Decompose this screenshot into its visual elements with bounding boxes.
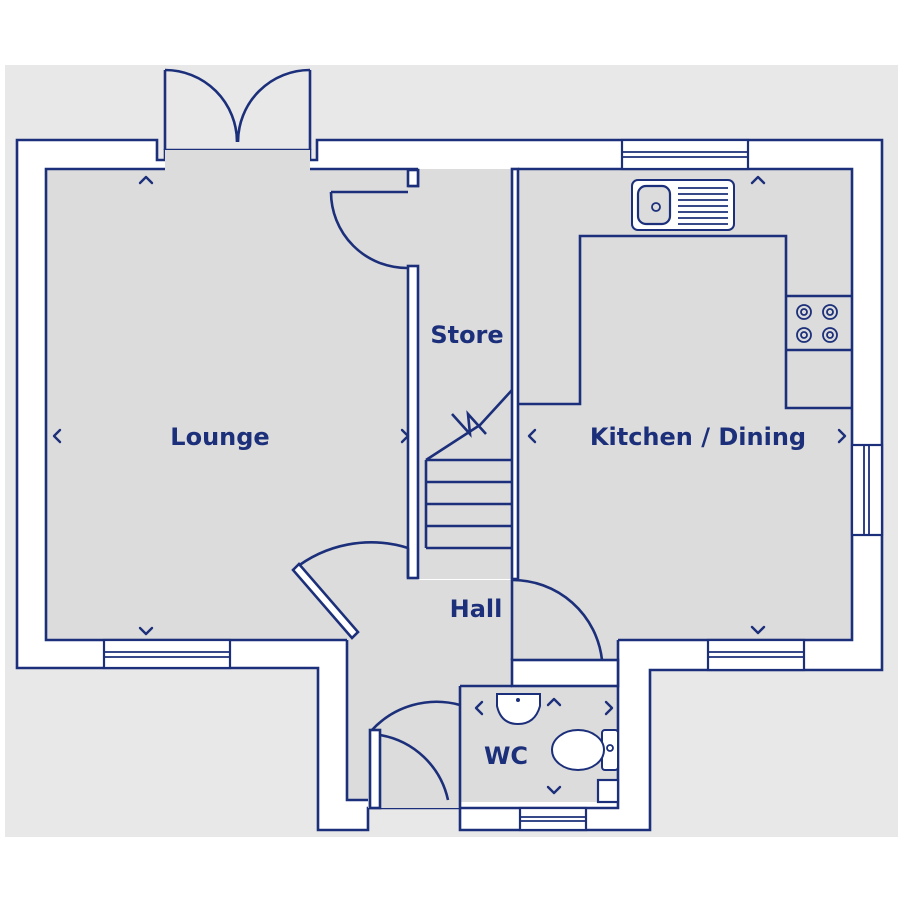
toilet-icon (551, 729, 619, 771)
window-icon (596, 778, 620, 804)
room-label-store: Store (430, 321, 503, 349)
door-swing-icon (368, 700, 461, 810)
dimension-arrow-icon (750, 175, 766, 185)
dimension-arrow-icon (604, 700, 614, 716)
window-icon (620, 138, 750, 171)
room-label-hall: Hall (450, 595, 503, 623)
window-icon (850, 443, 884, 537)
hall-left-wall (345, 640, 368, 802)
dimension-arrow-icon (527, 428, 537, 444)
lounge-store-partition (406, 264, 420, 580)
inner-wall-line (44, 167, 854, 642)
stairs-icon (424, 389, 513, 550)
room-label-wc: WC (484, 742, 528, 770)
window-icon (518, 806, 588, 832)
lounge-floor (46, 169, 418, 639)
dimension-arrow-icon (474, 700, 484, 716)
dimension-arrow-icon (138, 175, 154, 185)
kitchen-units (518, 234, 852, 410)
dimension-arrows (52, 175, 847, 795)
floors (46, 150, 852, 808)
store-kitchen-partition (510, 167, 520, 581)
door-swing-icon (329, 190, 408, 270)
room-label-lounge: Lounge (170, 423, 269, 451)
basin-icon (496, 693, 541, 726)
dimension-arrow-icon (837, 428, 847, 444)
window-icon (102, 638, 232, 670)
dimension-arrow-icon (546, 697, 562, 707)
sink-icon (631, 179, 735, 231)
dimension-arrow-icon (52, 428, 62, 444)
store-floor (418, 169, 512, 579)
room-label-kitchen-dining: Kitchen / Dining (590, 423, 806, 451)
door-swing-icon (291, 541, 410, 640)
double-door-icon (163, 68, 312, 150)
door-swing-icon (510, 578, 604, 661)
windows (102, 138, 884, 832)
wc-partition-top (510, 658, 620, 688)
store-top-return (406, 168, 420, 188)
hob-icon (796, 304, 838, 343)
dimension-arrow-icon (750, 625, 766, 635)
lounge-door-floor (165, 150, 310, 169)
dimension-arrow-icon (400, 428, 410, 444)
dimension-arrow-icon (546, 785, 562, 795)
dimension-arrow-icon (138, 626, 154, 636)
window-icon (706, 638, 806, 672)
